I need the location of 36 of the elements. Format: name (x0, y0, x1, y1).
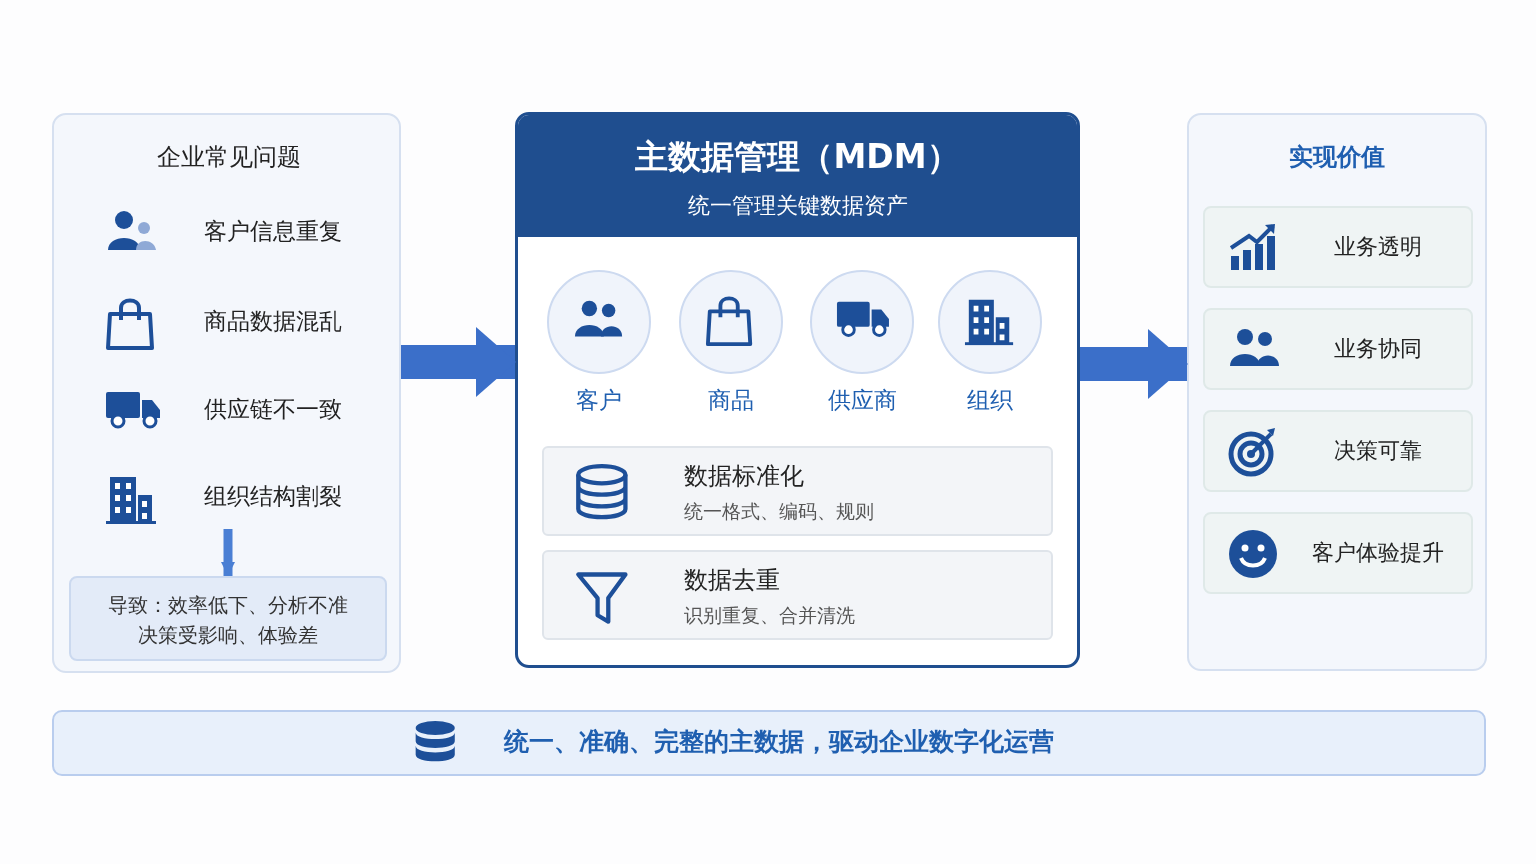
item-text: 客户信息重复 (204, 218, 342, 246)
card-text: 业务协同 (1333, 336, 1423, 363)
category-label: 客户 (575, 387, 623, 415)
summary-banner (52, 710, 1486, 776)
value-card (1203, 410, 1473, 492)
box-subtitle: 识别重复、合并清洗 (684, 604, 855, 627)
box-subtitle: 统一格式、编码、规则 (684, 500, 874, 523)
panel (1187, 113, 1487, 671)
box-title: 数据标准化 (684, 462, 804, 491)
process-box (542, 446, 1053, 536)
item-text: 商品数据混乱 (204, 308, 342, 336)
item-text: 组织结构割裂 (204, 483, 342, 511)
card-text: 客户体验提升 (1311, 540, 1445, 567)
panel-title: 企业常见问题 (155, 143, 302, 172)
category-label: 组织 (966, 387, 1014, 415)
panel (52, 113, 401, 673)
arrow (1080, 329, 1188, 399)
panel-title: 实现价值 (1288, 143, 1386, 172)
panel-subtitle: 统一管理关键数据资产 (686, 193, 909, 220)
card-text: 业务透明 (1333, 234, 1423, 261)
panel-title: 主数据管理（MDM） (634, 137, 961, 177)
value-card (1203, 512, 1473, 594)
item-text: 供应链不一致 (204, 396, 342, 424)
arrow (401, 327, 516, 397)
banner-text: 统一、准确、完整的主数据，驱动企业数字化运营 (504, 727, 1054, 757)
mdm-panel (515, 112, 1080, 668)
category-label: 供应商 (826, 387, 898, 415)
process-box (542, 550, 1053, 640)
value-card (1203, 206, 1473, 288)
category-label: 商品 (707, 387, 755, 415)
arrow (221, 529, 235, 576)
box-title: 数据去重 (684, 566, 780, 595)
card-text: 决策可靠 (1333, 438, 1423, 465)
result-box (69, 576, 387, 661)
result-text: 导致：效率低下、分析不准决策受影响、体验差 (107, 592, 349, 649)
value-card (1203, 308, 1473, 390)
